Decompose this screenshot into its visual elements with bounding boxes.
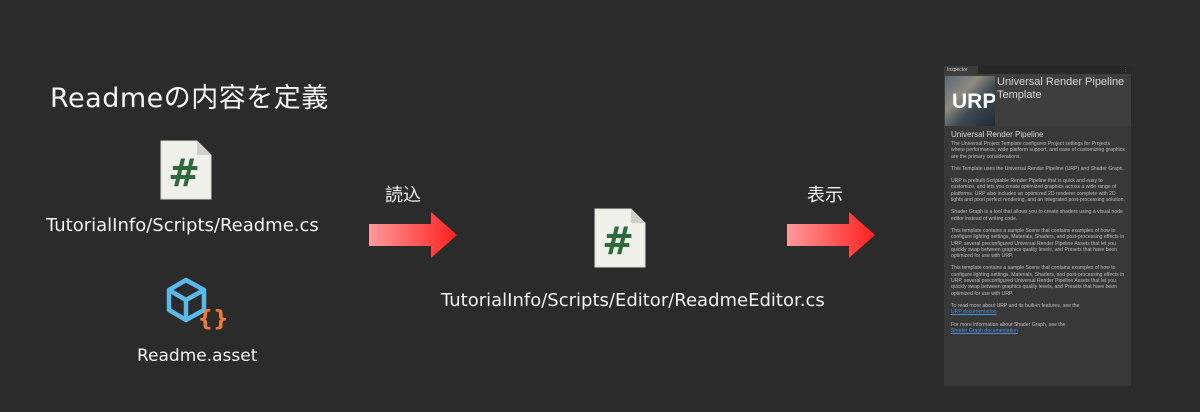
diagram-heading: Readmeの内容を定義 xyxy=(50,83,329,114)
sg-more-text: For more information about Shader Graph,… xyxy=(951,321,1066,328)
inspector-tabbar: Inspector ⋮ xyxy=(944,66,1131,74)
inspector-menu-icon[interactable]: ⋮ xyxy=(1123,67,1128,73)
urp-thumbnail: URP xyxy=(945,76,995,126)
shader-graph-docs-link[interactable]: Shader Graph documentation xyxy=(951,327,1018,334)
load-arrow xyxy=(369,212,457,258)
urp-docs-link[interactable]: URP documentation xyxy=(951,309,997,316)
paragraph: This template contains a sample Scene th… xyxy=(951,227,1125,260)
urp-thumbnail-text: URP xyxy=(952,90,995,113)
inspector-panel: Inspector ⋮ URP Universal Render Pipelin… xyxy=(944,66,1131,386)
inspector-header: URP Universal Render Pipeline Template xyxy=(944,74,1131,126)
urp-more-text: To read more about URP and its built-in … xyxy=(951,302,1080,309)
inspector-title: Universal Render Pipeline Template xyxy=(997,76,1125,101)
urp-more-info: To read more about URP and its built-in … xyxy=(951,303,1125,316)
readme-cs-caption: TutorialInfo/Scripts/Readme.cs xyxy=(46,215,319,236)
paragraph: This Template uses the Universal Render … xyxy=(951,165,1124,172)
readme-asset-caption: Readme.asset xyxy=(137,346,258,366)
paragraph: URP is prebuilt Scriptable Render Pipeli… xyxy=(951,178,1125,204)
paragraph: This template contains a sample Scene th… xyxy=(951,265,1125,297)
scriptable-object-icon: {} xyxy=(166,277,229,332)
display-arrow xyxy=(787,212,875,258)
sg-more-info: For more information about Shader Graph,… xyxy=(951,322,1125,335)
csharp-file-icon: # xyxy=(160,140,212,200)
readme-editor-caption: TutorialInfo/Scripts/Editor/ReadmeEditor… xyxy=(441,290,825,311)
csharp-editor-file-icon: # xyxy=(594,208,646,268)
load-label: 読込 xyxy=(385,185,421,206)
paragraph: Shader Graph is a tool that allows you t… xyxy=(951,209,1123,222)
braces-glyph: {} xyxy=(197,307,228,332)
csharp-glyph: # xyxy=(602,219,634,263)
inspector-tab[interactable]: Inspector xyxy=(944,66,978,74)
paragraph: The Universal Project Template configure… xyxy=(951,141,1125,160)
display-label: 表示 xyxy=(807,185,843,206)
csharp-glyph: # xyxy=(168,151,200,195)
inspector-body: Universal Render Pipeline The Universal … xyxy=(951,130,1125,340)
section-heading: Universal Render Pipeline xyxy=(951,130,1044,139)
inspector-tab-label: Inspector xyxy=(947,67,968,73)
